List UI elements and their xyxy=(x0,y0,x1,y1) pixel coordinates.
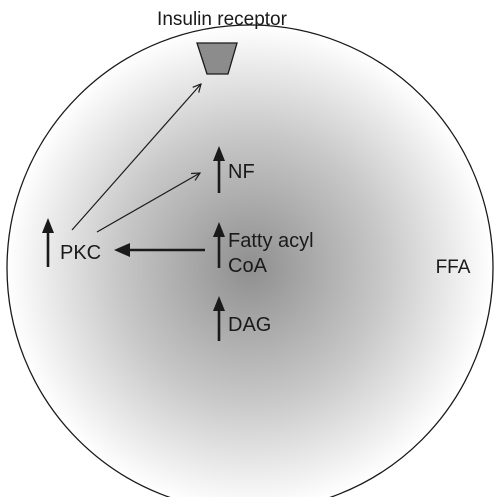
cell-body xyxy=(6,24,494,497)
coa-label: CoA xyxy=(228,255,268,277)
ffa-label: FFA xyxy=(436,257,471,278)
up-arrow-nf-icon xyxy=(213,146,225,193)
fatty-acyl-to-pkc-arrow xyxy=(114,243,205,257)
pkc-to-receptor-arrow xyxy=(71,84,201,231)
dag-label: DAG xyxy=(228,314,271,336)
nf-label: NF xyxy=(228,161,255,183)
insulin-receptor-shape xyxy=(196,42,238,75)
pkc-label: PKC xyxy=(60,242,101,264)
insulin-receptor-label: Insulin receptor xyxy=(157,9,288,30)
up-arrow-dag-icon xyxy=(213,296,225,341)
up-arrow-pkc-icon xyxy=(42,218,54,267)
up-arrow-fatty-acyl-icon xyxy=(213,222,225,268)
fatty-acyl-label: Fatty acyl xyxy=(228,230,314,252)
pkc-to-nf-arrow xyxy=(96,173,200,233)
